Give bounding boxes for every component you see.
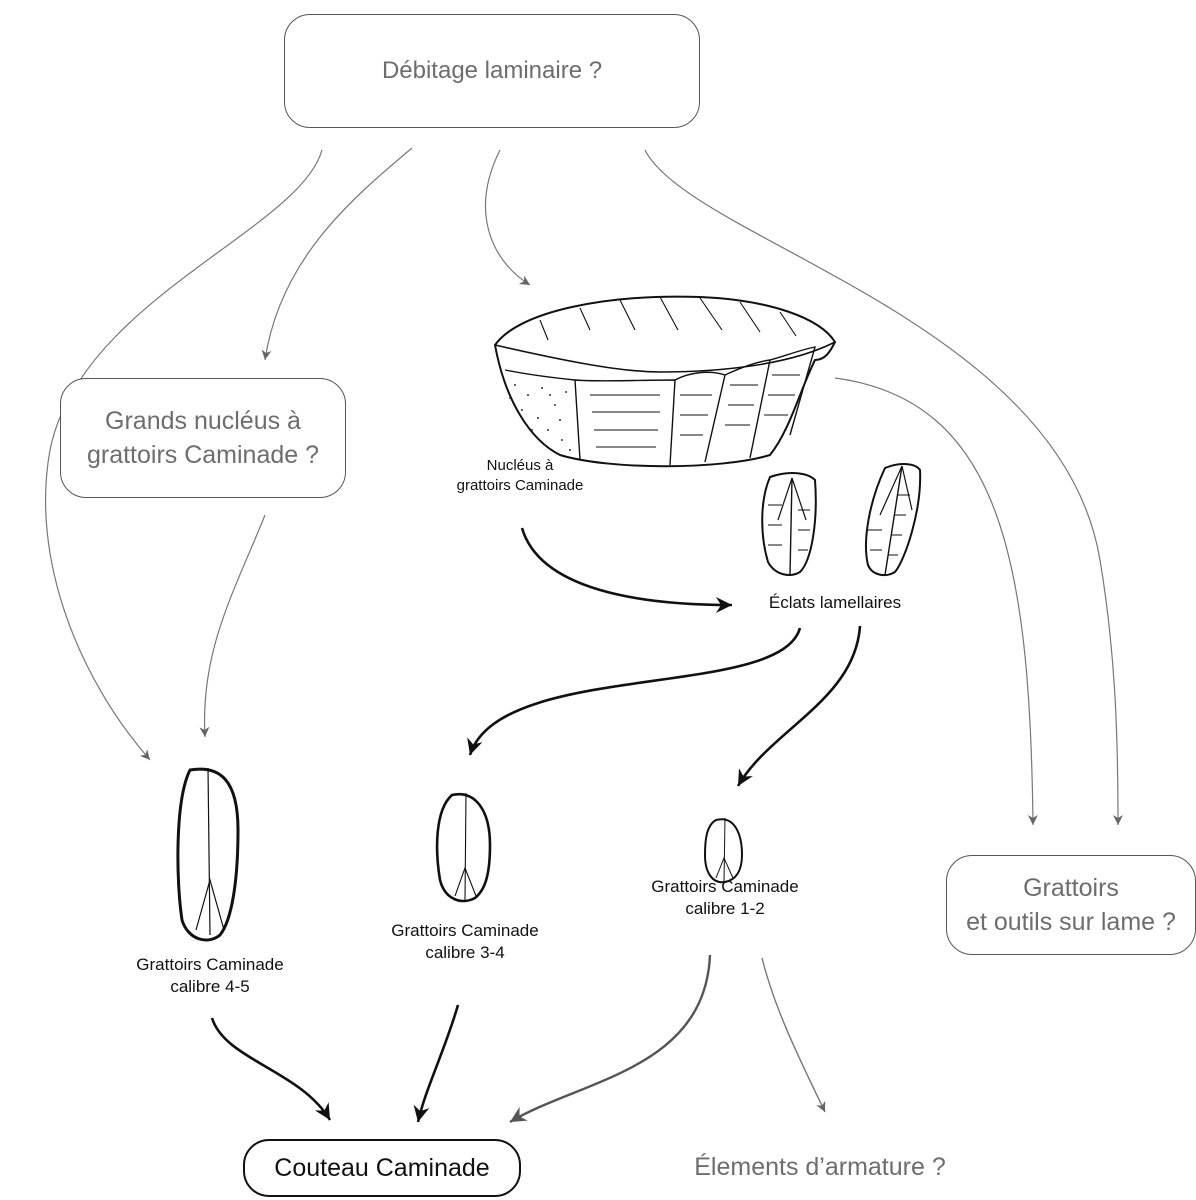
arrow-g45-to-couteau — [210, 1017, 332, 1121]
eclat-drawing-left — [761, 472, 817, 576]
grattoir-drawing-3-4 — [435, 792, 492, 903]
label-eclats-lamellaires: Éclats lamellaires — [768, 593, 902, 612]
arrow-g12-to-couteau — [509, 954, 712, 1124]
eclat-drawing-right — [865, 463, 922, 577]
box-couteau-caminade: Couteau Caminade — [243, 1139, 521, 1197]
label-grattoirs-4-5: Grattoirs Caminade calibre 4-5 — [136, 955, 284, 996]
arrow-top-to-nucleus — [485, 149, 531, 286]
grattoir-drawing-4-5 — [176, 767, 240, 942]
arrow-g12-to-armature — [761, 957, 826, 1113]
arrow-eclats-to-g12 — [736, 625, 862, 787]
box-debitage-laminaire: Débitage laminaire ? — [284, 14, 700, 128]
box-grattoirs-outils-lame: Grattoirs et outils sur lame ? — [946, 855, 1196, 955]
arrow-nucleus-to-eclats — [520, 527, 733, 613]
box-grands-nucleus: Grands nucléus à grattoirs Caminade ? — [60, 378, 346, 498]
arrow-g34-to-couteau — [413, 1004, 460, 1123]
arrow-nucleus-to-grattoirs-lame — [834, 377, 1038, 826]
label-grattoirs-1-2: Grattoirs Caminade calibre 1-2 — [651, 877, 799, 918]
arrow-top-to-g45 — [44, 149, 323, 761]
arrow-top-to-grands — [261, 147, 413, 361]
arrow-top-to-grattoirs-lame — [644, 149, 1123, 826]
grattoir-drawing-1-2 — [703, 817, 744, 884]
arrow-eclats-to-g34 — [467, 627, 802, 756]
label-elements-armature: Élements d’armature ? — [694, 1153, 946, 1181]
label-nucleus: Nucléus à grattoirs Caminade — [456, 457, 584, 494]
nucleus-drawing — [493, 295, 837, 468]
label-grattoirs-3-4: Grattoirs Caminade calibre 3-4 — [391, 921, 539, 962]
arrow-grands-to-g45 — [199, 514, 266, 738]
